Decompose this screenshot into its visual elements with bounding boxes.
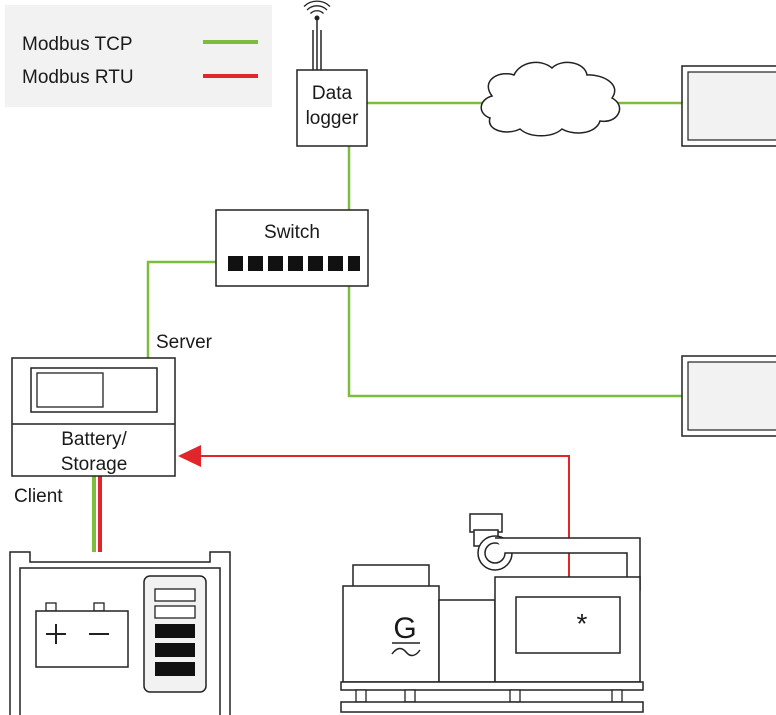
battery-storage-label-line1: Battery/	[61, 429, 127, 450]
switch-ports	[228, 256, 360, 271]
rtu-arrowhead	[178, 445, 201, 467]
battery-icon	[35, 602, 129, 668]
charge-bar-full	[155, 624, 195, 638]
charge-bar-empty	[154, 605, 196, 619]
client-label: Client	[14, 486, 63, 507]
data-logger-label-line1: Data	[312, 83, 353, 104]
battery-storage-device: Battery/ Storage	[11, 357, 176, 477]
generator-alternator	[342, 585, 440, 683]
switch-port	[288, 256, 303, 271]
battery-storage-label-line2: Storage	[61, 454, 128, 475]
wifi-signal-icon	[303, 0, 331, 14]
tcp-line-switch-to-monitor	[347, 286, 682, 398]
inverter-inner-frame	[19, 567, 221, 715]
switch-port	[268, 256, 283, 271]
generator: G *	[340, 513, 644, 713]
switch-box	[215, 209, 369, 287]
server-label: Server	[156, 332, 213, 353]
switch-port	[228, 256, 243, 271]
monitor-top-screen	[687, 71, 776, 141]
legend-label-modbus-tcp: Modbus TCP	[22, 34, 133, 55]
rtu-connections	[98, 445, 570, 614]
tcp-line-switch-to-battery	[146, 260, 216, 358]
rtu-line-generator-to-battery	[200, 455, 570, 614]
data-logger-box	[296, 69, 368, 147]
battery-inverter-unit	[9, 551, 231, 715]
monitor-bottom-screen	[687, 361, 776, 431]
charge-level-indicator	[143, 575, 207, 693]
switch-port	[308, 256, 323, 271]
switch-port	[248, 256, 263, 271]
battery-icon-body	[35, 610, 129, 668]
cloud-icon	[480, 61, 621, 137]
tcp-connections	[92, 101, 682, 552]
data-logger: Data logger	[296, 0, 368, 147]
network-switch: Switch	[215, 209, 369, 287]
battery-storage-display	[36, 372, 104, 408]
monitor-top	[681, 65, 776, 147]
generator-top-cap	[352, 564, 430, 588]
generator-coupling	[438, 599, 496, 683]
generator-control-panel	[515, 596, 621, 654]
legend-background	[5, 5, 272, 107]
monitor-bottom	[681, 355, 776, 437]
data-logger-label-line2: logger	[306, 108, 359, 129]
legend: Modbus TCP Modbus RTU	[5, 5, 272, 107]
switch-port	[328, 256, 343, 271]
charge-bar-full	[155, 662, 195, 676]
legend-label-modbus-rtu: Modbus RTU	[22, 67, 134, 88]
ac-wave-icon	[391, 647, 421, 657]
switch-port	[348, 256, 360, 271]
generator-exhaust	[469, 513, 641, 591]
generator-panel-marker: *	[577, 608, 588, 639]
switch-label: Switch	[264, 222, 320, 243]
antenna-tip	[314, 15, 320, 21]
generator-symbol: G	[393, 612, 416, 645]
generator-base	[340, 681, 644, 713]
charge-bar-full	[155, 643, 195, 657]
charge-bar-empty	[154, 588, 196, 602]
